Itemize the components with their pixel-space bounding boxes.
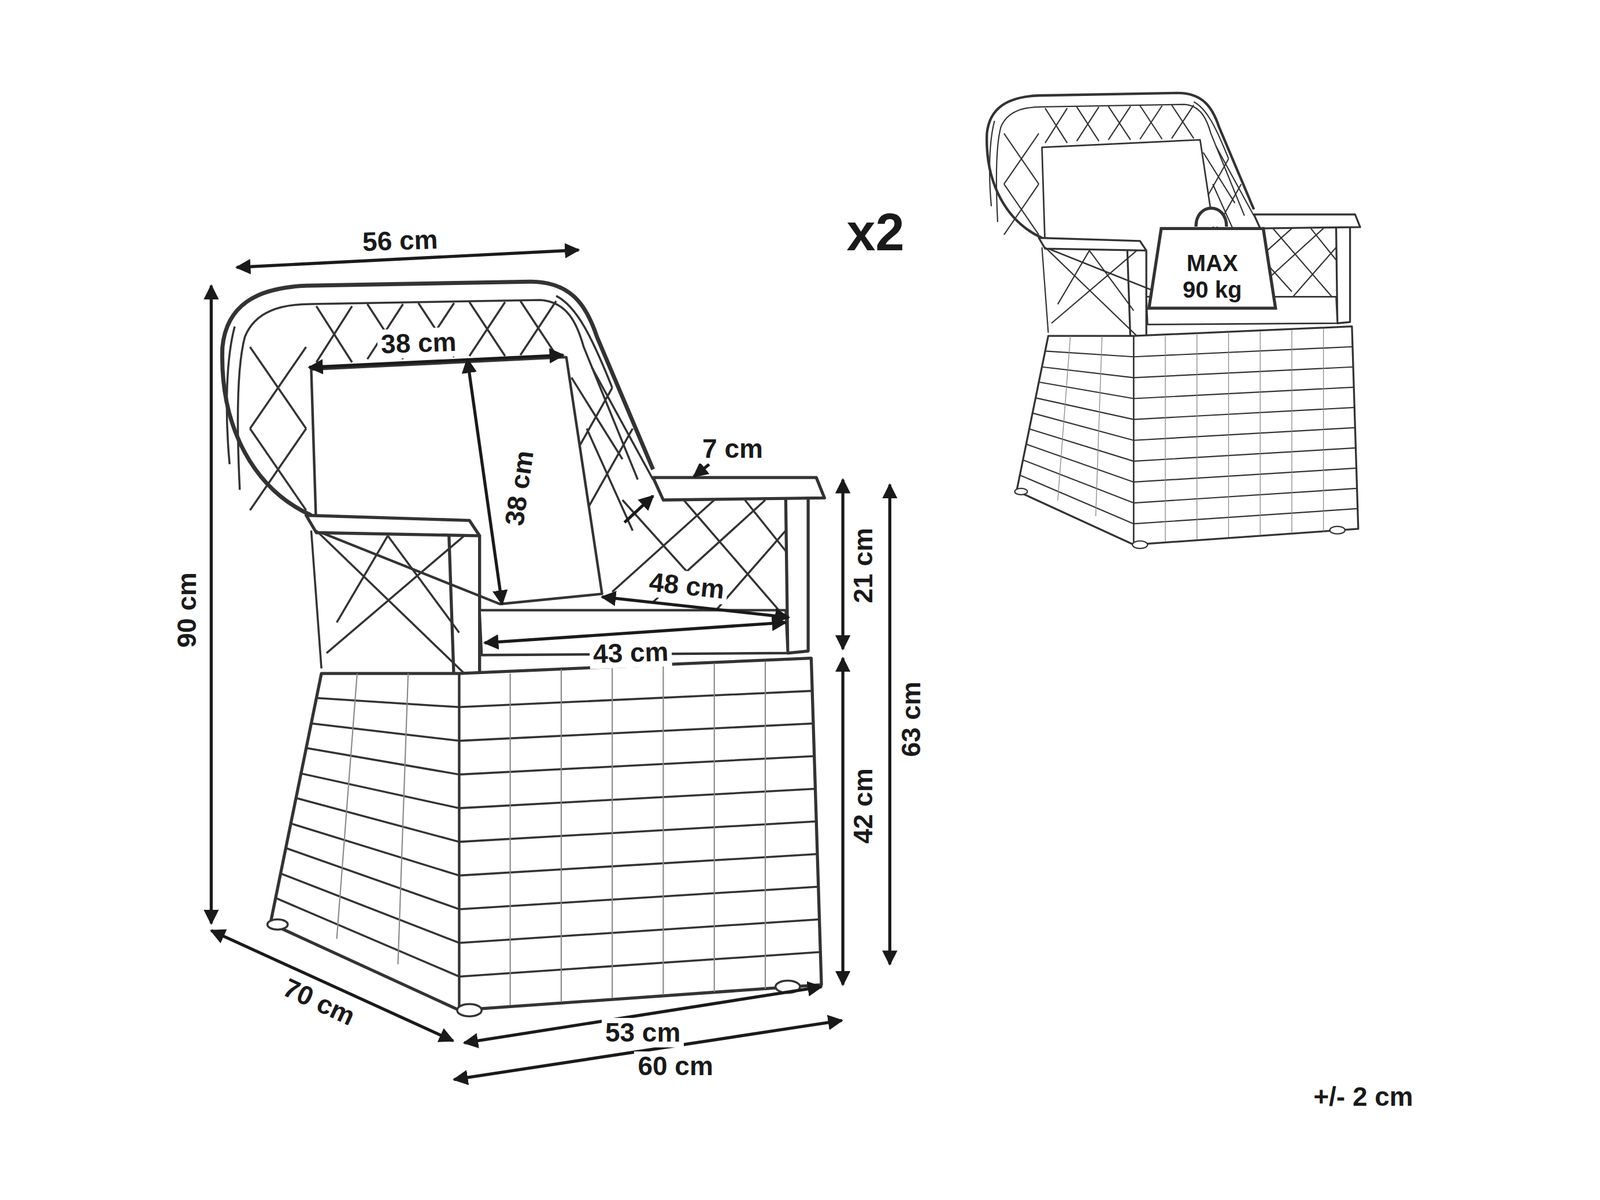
dimension-label: 21 cm (848, 524, 879, 607)
quantity-label: x2 (843, 204, 909, 262)
weight-label: MAX (1183, 250, 1242, 276)
dimension-label: 38 cm (499, 445, 540, 531)
dimension-label: 53 cm (601, 1017, 684, 1048)
weight-icon (1149, 208, 1276, 309)
dimension-lines (210, 250, 890, 1080)
dimension-label: 60 cm (634, 1051, 717, 1081)
dimension-label: 43 cm (589, 636, 673, 670)
dimension-label: 7 cm (698, 434, 767, 464)
dimension-label: 48 cm (644, 567, 730, 605)
dimension-label: 42 cm (848, 764, 879, 847)
dimension-label: 56 cm (358, 224, 442, 258)
tolerance-note: +/- 2 cm (1309, 1082, 1417, 1112)
dimension-label: 70 cm (275, 971, 363, 1033)
dimension-label: 38 cm (376, 326, 461, 359)
weight-label: 90 kg (1179, 276, 1246, 303)
dimension-label: 63 cm (896, 678, 927, 761)
dimension-label: 90 cm (172, 568, 202, 651)
